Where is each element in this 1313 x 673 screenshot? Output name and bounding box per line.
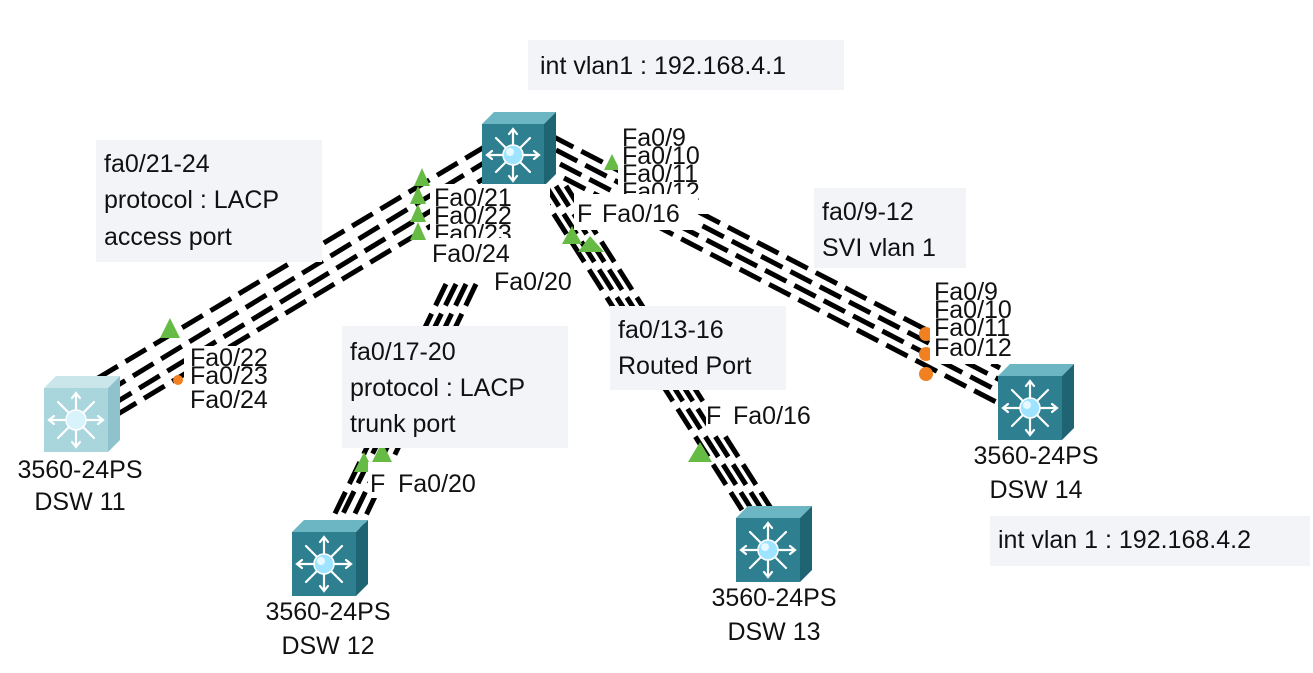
port-label: Fa0/22 bbox=[434, 202, 512, 230]
port-label: Fa0/9 bbox=[934, 278, 998, 306]
port-label: Fa0/16 bbox=[733, 402, 811, 430]
port-label: Fa0/12 bbox=[934, 334, 1012, 362]
port-label: Fa0/20 bbox=[494, 268, 572, 296]
port-labels-dsw12: F Fa0/20 bbox=[368, 462, 496, 498]
link-up-marker bbox=[372, 442, 392, 462]
device-dsw11[interactable] bbox=[44, 376, 120, 452]
link-up-marker bbox=[562, 226, 582, 244]
note-core-svi: int vlan1 : 192.168.4.1 bbox=[528, 40, 844, 90]
device-name: DSW 12 bbox=[281, 632, 374, 660]
note-dsw13-config: fa0/13-16 Routed Port bbox=[610, 306, 786, 390]
note-text: trunk port bbox=[350, 410, 456, 438]
device-label-dsw12: 3560-24PS DSW 12 bbox=[265, 598, 390, 660]
port-label: F bbox=[577, 200, 592, 228]
port-label: Fa0/20 bbox=[398, 470, 476, 498]
device-label-dsw14: 3560-24PS DSW 14 bbox=[973, 442, 1098, 504]
port-label-bg bbox=[184, 346, 288, 416]
note-text: fa0/13-16 bbox=[618, 316, 724, 344]
note-dsw11-config: fa0/21-24 protocol : LACP access port bbox=[96, 140, 322, 262]
note-text: fa0/17-20 bbox=[350, 338, 456, 366]
device-label-dsw13: 3560-24PS DSW 13 bbox=[711, 584, 836, 646]
port-labels-dsw14: Fa0/9 Fa0/10 Fa0/11 Fa0/12 bbox=[930, 278, 1032, 364]
link-up-marker bbox=[604, 154, 620, 170]
port-label: Fa0/11 bbox=[934, 314, 1010, 342]
port-label: Fa0/23 bbox=[190, 362, 268, 390]
multilayer-switch-icon bbox=[482, 112, 556, 186]
device-label-dsw11: 3560-24PS DSW 11 bbox=[17, 456, 142, 516]
port-label: F bbox=[370, 470, 385, 498]
port-labels-dsw11: Fa0/22 Fa0/23 Fa0/24 bbox=[184, 344, 288, 416]
note-text: access port bbox=[104, 223, 232, 251]
device-name: DSW 14 bbox=[989, 476, 1082, 504]
link-orange-marker bbox=[919, 347, 933, 361]
multilayer-switch-icon bbox=[736, 506, 812, 582]
link-core-dsw13-3 bbox=[553, 184, 765, 512]
link-state-markers bbox=[160, 154, 933, 472]
port-label-bg bbox=[574, 194, 698, 230]
note-background bbox=[610, 306, 786, 390]
port-labels-dsw13: F Fa0/16 bbox=[706, 396, 830, 432]
device-model: 3560-24PS bbox=[711, 584, 836, 612]
link-core-dsw13-4 bbox=[563, 184, 775, 512]
note-dsw14-config: fa0/9-12 SVI vlan 1 bbox=[814, 188, 966, 268]
multilayer-switch-icon bbox=[44, 376, 120, 452]
note-text: protocol : LACP bbox=[104, 186, 279, 214]
port-label-bg bbox=[430, 238, 528, 268]
note-background bbox=[990, 516, 1310, 566]
link-up-marker bbox=[578, 236, 604, 252]
port-label-bg bbox=[930, 282, 1032, 364]
note-background bbox=[528, 40, 844, 90]
link-orange-marker bbox=[173, 375, 183, 385]
port-label: F bbox=[706, 402, 721, 430]
note-dsw12-config: fa0/17-20 protocol : LACP trunk port bbox=[342, 326, 568, 448]
link-core-dsw13-2 bbox=[543, 184, 755, 512]
port-label: Fa0/24 bbox=[190, 386, 268, 414]
core-switch[interactable] bbox=[482, 112, 556, 186]
port-label-bg bbox=[706, 396, 830, 432]
port-label: Fa0/22 bbox=[190, 344, 268, 372]
link-up-marker bbox=[410, 204, 426, 222]
device-model: 3560-24PS bbox=[265, 598, 390, 626]
multilayer-switch-icon bbox=[292, 520, 368, 596]
device-name: DSW 11 bbox=[34, 488, 125, 516]
note-text: int vlan 1 : 192.168.4.2 bbox=[998, 526, 1251, 554]
note-text: fa0/9-12 bbox=[822, 198, 914, 226]
port-labels-core: Fa0/9 Fa0/10 Fa0/11 Fa0/12 Fa0/21 Fa0/22… bbox=[430, 124, 722, 296]
link-up-marker bbox=[410, 186, 426, 204]
port-label: Fa0/10 bbox=[622, 142, 700, 170]
port-label: Fa0/11 bbox=[622, 160, 698, 188]
note-background bbox=[814, 188, 966, 268]
link-up-marker bbox=[688, 442, 712, 462]
port-label: Fa0/16 bbox=[602, 200, 680, 228]
link-up-marker bbox=[414, 168, 430, 186]
port-label: Fa0/9 bbox=[622, 124, 686, 152]
device-model: 3560-24PS bbox=[973, 442, 1098, 470]
note-text: Routed Port bbox=[618, 352, 751, 380]
note-text: fa0/21-24 bbox=[104, 150, 210, 178]
port-label-bg bbox=[492, 266, 584, 294]
note-dsw14-svi: int vlan 1 : 192.168.4.2 bbox=[990, 516, 1310, 566]
link-up-marker bbox=[410, 222, 426, 240]
device-dsw13[interactable] bbox=[736, 506, 812, 582]
multilayer-switch-icon bbox=[998, 364, 1074, 440]
note-text: SVI vlan 1 bbox=[822, 234, 936, 262]
port-label: Fa0/24 bbox=[432, 240, 510, 268]
link-up-marker bbox=[160, 318, 180, 338]
note-background bbox=[96, 140, 322, 262]
link-core-dsw11-2 bbox=[98, 155, 494, 399]
link-orange-marker bbox=[919, 367, 933, 381]
device-dsw12[interactable] bbox=[292, 520, 368, 596]
port-label-bg bbox=[430, 184, 550, 246]
port-label-bg bbox=[368, 462, 496, 498]
note-text: protocol : LACP bbox=[350, 374, 525, 402]
port-label: Fa0/10 bbox=[934, 296, 1012, 324]
note-background bbox=[342, 326, 568, 448]
device-model: 3560-24PS bbox=[17, 456, 142, 484]
port-label: Fa0/21 bbox=[434, 184, 512, 212]
device-dsw14[interactable] bbox=[998, 364, 1074, 440]
link-orange-marker bbox=[919, 327, 933, 341]
device-name: DSW 13 bbox=[727, 618, 820, 646]
note-text: int vlan1 : 192.168.4.1 bbox=[540, 52, 786, 80]
